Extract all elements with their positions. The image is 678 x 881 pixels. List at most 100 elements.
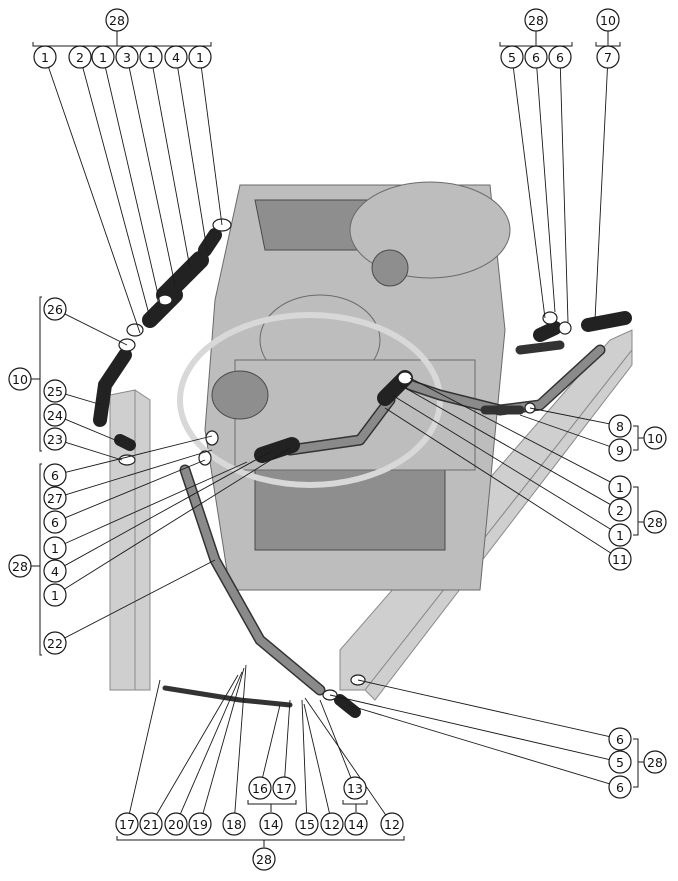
callout-circle <box>524 8 548 32</box>
leader-line <box>64 418 121 443</box>
callout-26: 26 <box>43 297 67 321</box>
leader-line <box>234 664 247 814</box>
callout-number: 1 <box>147 50 155 65</box>
callout-number: 28 <box>647 755 663 770</box>
callout-number: 10 <box>647 431 663 446</box>
callout-number: 4 <box>51 564 59 579</box>
callout-number: 1 <box>196 50 204 65</box>
engine-assembly <box>177 181 511 591</box>
callout-10: 10 <box>8 367 32 391</box>
callout-17: 17 <box>115 812 139 836</box>
callout-number: 12 <box>384 817 400 832</box>
callout-circle <box>596 45 620 69</box>
callout-1: 1 <box>139 45 163 69</box>
callout-circle <box>608 775 632 799</box>
callout-circle <box>643 510 667 534</box>
callout-number: 28 <box>256 852 272 867</box>
callout-circle <box>43 463 67 487</box>
callout-number: 26 <box>47 302 63 317</box>
callout-circle <box>43 297 67 321</box>
callout-circle <box>43 559 67 583</box>
leader-line <box>129 679 161 814</box>
callout-number: 13 <box>347 781 363 796</box>
callout-23: 23 <box>43 427 67 451</box>
callout-circle <box>524 45 548 69</box>
callout-number: 5 <box>508 50 516 65</box>
leader-line <box>409 377 611 483</box>
leader-line <box>384 407 611 554</box>
callout-circle <box>43 403 67 427</box>
callout-6: 6 <box>43 510 67 534</box>
callout-6: 6 <box>608 775 632 799</box>
callout-number: 1 <box>616 480 624 495</box>
callout-6: 6 <box>548 45 572 69</box>
leader-line <box>200 67 223 226</box>
callout-number: 6 <box>556 50 564 65</box>
callout-27: 27 <box>43 486 67 510</box>
callout-circle <box>608 498 632 522</box>
callout-circle <box>43 486 67 510</box>
callout-circle <box>295 812 319 836</box>
callout-circle <box>43 631 67 655</box>
callout-6: 6 <box>524 45 548 69</box>
callout-1: 1 <box>608 523 632 547</box>
callout-number: 24 <box>47 408 63 423</box>
callout-28: 28 <box>252 847 276 871</box>
callout-number: 6 <box>616 780 624 795</box>
leader-line <box>65 449 213 496</box>
callout-number: 10 <box>12 372 28 387</box>
callout-number: 6 <box>51 515 59 530</box>
callout-14: 14 <box>259 812 283 836</box>
callout-28: 28 <box>643 510 667 534</box>
callout-number: 6 <box>51 468 59 483</box>
callout-circle <box>43 379 67 403</box>
bracket-line <box>633 486 639 536</box>
callout-circle <box>643 750 667 774</box>
callout-4: 4 <box>43 559 67 583</box>
callout-number: 28 <box>647 515 663 530</box>
callout-1: 1 <box>43 583 67 607</box>
callout-circle <box>115 812 139 836</box>
callout-1: 1 <box>91 45 115 69</box>
callout-9: 9 <box>608 438 632 462</box>
callout-circle <box>139 812 163 836</box>
callout-circle <box>608 523 632 547</box>
callout-number: 28 <box>109 13 125 28</box>
leader-line <box>65 441 123 461</box>
callout-circle <box>139 45 163 69</box>
callout-circle <box>259 812 283 836</box>
callout-8: 8 <box>608 414 632 438</box>
callout-number: 7 <box>604 50 612 65</box>
callout-number: 28 <box>12 559 28 574</box>
callout-circle <box>8 367 32 391</box>
leader-line <box>559 67 569 323</box>
leader-line <box>347 704 610 785</box>
callout-number: 1 <box>51 588 59 603</box>
bracket-line <box>342 800 368 805</box>
leader-line <box>64 447 291 590</box>
callout-18: 18 <box>222 812 246 836</box>
leader-line <box>262 704 281 778</box>
callout-16: 16 <box>248 776 272 800</box>
callout-number: 22 <box>47 636 63 651</box>
callout-number: 1 <box>99 50 107 65</box>
callout-circle <box>222 812 246 836</box>
leader-line <box>319 699 352 778</box>
leader-line <box>301 699 308 814</box>
callout-number: 6 <box>616 732 624 747</box>
callout-circle <box>43 427 67 451</box>
callout-circle <box>105 8 129 32</box>
callout-1: 1 <box>33 45 57 69</box>
callout-circle <box>43 583 67 607</box>
callout-12: 12 <box>380 812 404 836</box>
callout-number: 2 <box>76 50 84 65</box>
callout-number: 1 <box>41 50 49 65</box>
callout-number: 10 <box>600 13 616 28</box>
bracket-line <box>39 463 42 656</box>
bracket-line <box>247 800 297 805</box>
callout-circle <box>608 750 632 774</box>
callout-number: 21 <box>143 817 159 832</box>
callout-15: 15 <box>295 812 319 836</box>
callout-12: 12 <box>320 812 344 836</box>
